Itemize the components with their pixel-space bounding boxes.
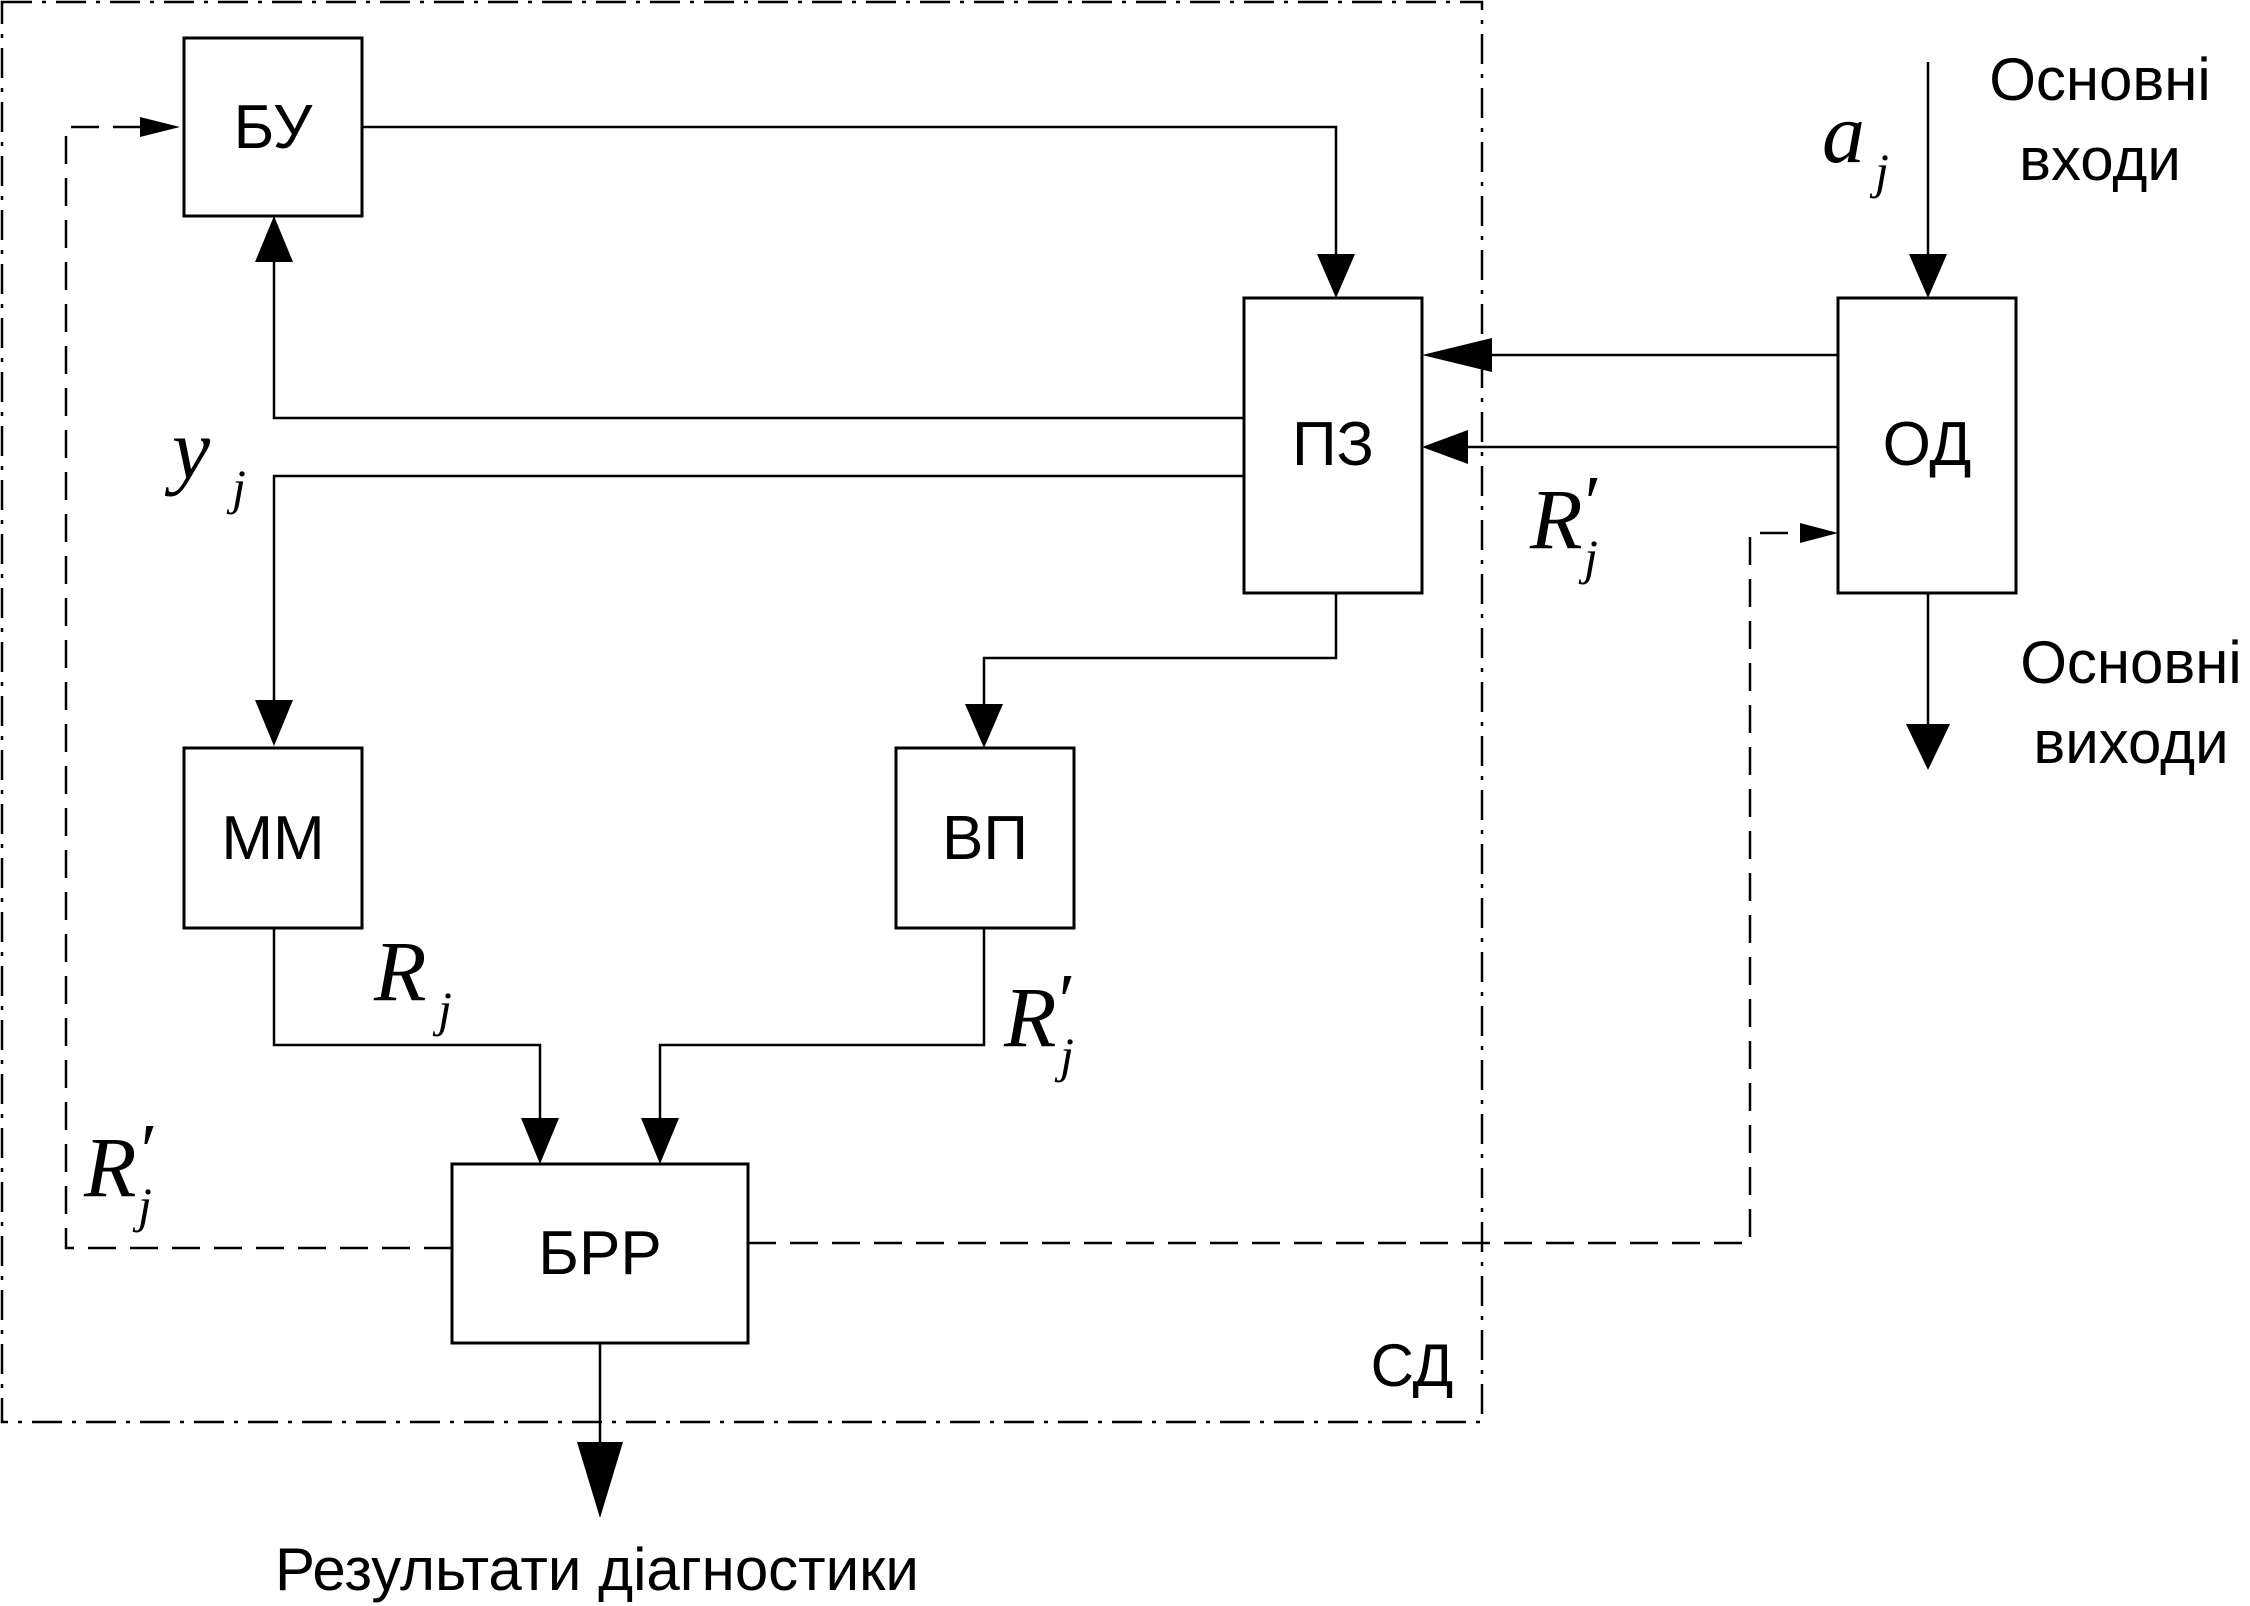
system-label: СД bbox=[1371, 1332, 1454, 1399]
connector-brr-to-results bbox=[577, 1343, 623, 1518]
svg-text:R: R bbox=[83, 1119, 137, 1215]
system-boundary bbox=[0, 0, 1484, 1424]
svg-text:Основні: Основні bbox=[1989, 46, 2211, 113]
dashed-connector-brr-to-bu bbox=[64, 117, 452, 1250]
connector-pz-to-mm bbox=[255, 474, 1244, 746]
svg-text:ВП: ВП bbox=[942, 804, 1028, 873]
svg-text:ПЗ: ПЗ bbox=[1292, 410, 1374, 479]
svg-text:Основні: Основні bbox=[2020, 629, 2242, 696]
svg-text:R: R bbox=[1529, 471, 1583, 567]
svg-text:ММ: ММ bbox=[221, 804, 324, 873]
connector-mm-to-brr bbox=[272, 928, 559, 1164]
svg-text:j: j bbox=[432, 981, 452, 1037]
svg-text:R: R bbox=[373, 923, 427, 1019]
svg-text:′: ′ bbox=[1054, 959, 1072, 1043]
label-model-rj: R j bbox=[373, 923, 452, 1037]
connector-pz-to-bu bbox=[255, 216, 1244, 420]
label-control-yj: y j bbox=[164, 401, 246, 515]
dashed-connector-brr-to-od bbox=[748, 523, 1838, 1245]
svg-text:j: j bbox=[1869, 143, 1889, 199]
connector-vp-to-brr bbox=[641, 928, 986, 1164]
label-response-rj-feedback: R ′ j bbox=[83, 1109, 154, 1233]
svg-text:виходи: виходи bbox=[2033, 709, 2228, 776]
block-pz: ПЗ bbox=[1242, 296, 1424, 595]
svg-text:R: R bbox=[1003, 969, 1057, 1065]
connector-bu-to-pz bbox=[362, 125, 1355, 298]
block-od: ОД bbox=[1836, 296, 2018, 595]
svg-text:′: ′ bbox=[1580, 461, 1598, 545]
connector-od-to-pz-lower bbox=[1422, 430, 1838, 464]
block-brr: БРР bbox=[450, 1162, 750, 1345]
svg-text:входи: входи bbox=[2019, 126, 2181, 193]
caption-diagnostic-results: Результати діагностики bbox=[275, 1536, 919, 1603]
block-bu: БУ bbox=[182, 36, 364, 218]
svg-text:БРР: БРР bbox=[538, 1219, 661, 1288]
connector-pz-to-vp bbox=[965, 593, 1338, 748]
svg-text:j: j bbox=[226, 459, 246, 515]
caption-main-outputs: Основні виходи bbox=[2020, 629, 2242, 776]
label-response-rj-od: R ′ j bbox=[1529, 461, 1598, 585]
label-response-rj-vp: R ′ j bbox=[1003, 959, 1074, 1083]
svg-text:′: ′ bbox=[136, 1109, 154, 1193]
connector-od-to-pz-upper bbox=[1422, 338, 1838, 372]
caption-main-inputs: Основні входи bbox=[1989, 46, 2211, 193]
svg-text:БУ: БУ bbox=[234, 93, 313, 162]
svg-text:y: y bbox=[164, 401, 211, 497]
svg-text:a: a bbox=[1822, 85, 1865, 181]
connector-od-to-outputs bbox=[1906, 593, 1950, 770]
label-input-aj: a j bbox=[1822, 85, 1889, 199]
block-vp: ВП bbox=[894, 746, 1076, 930]
connector-inputs-to-od bbox=[1909, 62, 1947, 298]
block-mm: ММ bbox=[182, 746, 364, 930]
svg-text:ОД: ОД bbox=[1883, 410, 1972, 479]
